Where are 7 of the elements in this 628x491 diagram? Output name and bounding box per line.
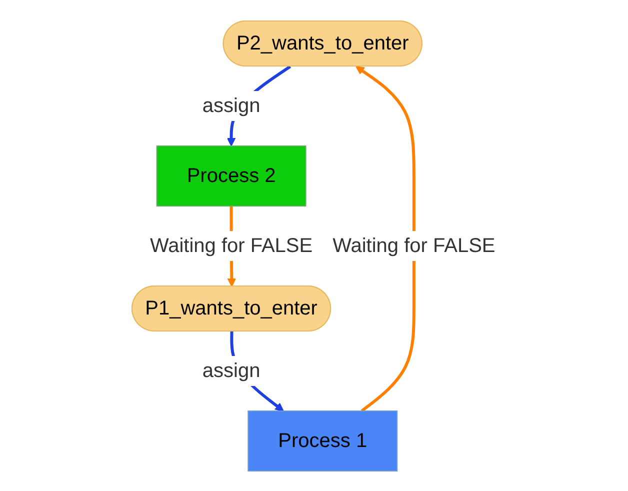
edge-label: Waiting for FALSE <box>150 234 313 256</box>
edge-label: assign <box>202 359 261 382</box>
node-box: Process 1 <box>248 410 398 471</box>
arrow <box>356 66 416 412</box>
edge-label: Waiting for FALSE <box>332 234 496 256</box>
edge-label: assign <box>202 94 261 116</box>
node-box: Process 2 <box>156 145 307 206</box>
